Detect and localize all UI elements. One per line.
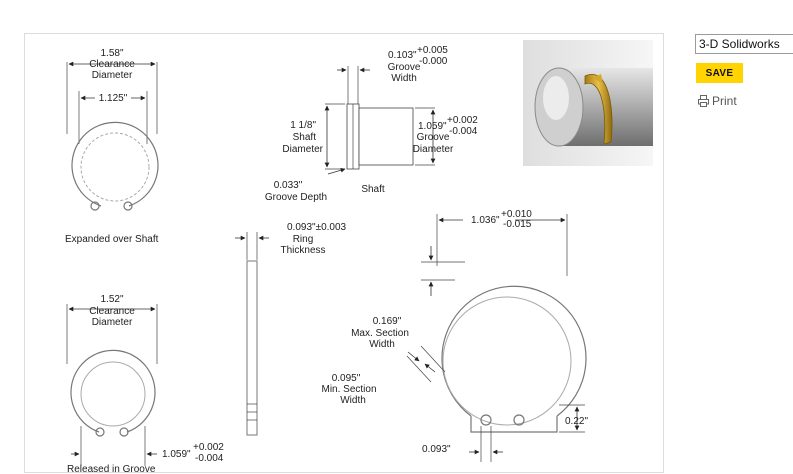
- groove-width-tolerance-minus: -0.000: [419, 56, 448, 67]
- min-section-label-2: Width: [340, 395, 366, 406]
- released-free-tolerance-plus: +0.002: [193, 442, 224, 453]
- ring-thickness-view: 0.093"±0.003 Ring Thickness: [235, 222, 347, 436]
- ring-thickness-label-2: Thickness: [280, 245, 325, 256]
- detail-ring-inner: [442, 296, 572, 426]
- expanded-lug-hole: [123, 201, 133, 211]
- released-caption: Released in Groove: [67, 464, 156, 474]
- save-button[interactable]: SAVE: [696, 63, 743, 83]
- expanded-lug-hole: [90, 201, 100, 211]
- printer-icon: [698, 95, 709, 107]
- released-free-dimension: 1.059": [162, 449, 191, 460]
- shaft-diameter-label: Shaft: [293, 132, 317, 143]
- expanded-caption: Expanded over Shaft: [65, 234, 159, 245]
- technical-drawing-panel: 1.58" Clearance Diameter 1.125" Expanded…: [24, 33, 664, 474]
- released-ring-outline: [70, 349, 156, 433]
- ring-detail-view: 1.036" +0.010 -0.015 0.169" Max. Section…: [321, 209, 588, 462]
- max-section-value: 0.169": [373, 316, 402, 327]
- detail-width-tolerance-plus: +0.010: [501, 209, 532, 220]
- ring-thickness-value: 0.093"±0.003: [287, 222, 347, 233]
- technical-drawing: 1.58" Clearance Diameter 1.125" Expanded…: [65, 40, 653, 474]
- released-lug-hole: [119, 427, 129, 437]
- detail-lug-hole: [513, 414, 525, 426]
- groove-diameter-label-2: Diameter: [413, 144, 454, 155]
- detail-lug-hole: [480, 414, 492, 426]
- shaft-diameter-label-2: Diameter: [282, 144, 323, 155]
- min-section-value: 0.095": [332, 373, 361, 384]
- hole-diameter-value: 0.093": [422, 444, 451, 455]
- expanded-clearance-label-2: Diameter: [92, 70, 133, 81]
- print-link[interactable]: Print: [698, 94, 737, 108]
- print-label: Print: [712, 94, 737, 108]
- max-section-label: Max. Section: [351, 328, 409, 339]
- detail-ring-lugs: [470, 416, 558, 433]
- groove-diameter-tolerance-plus: +0.002: [447, 115, 478, 126]
- groove-depth-label: Groove Depth: [265, 192, 327, 203]
- groove-width-label-2: Width: [391, 73, 417, 84]
- released-lug-hole: [95, 427, 105, 437]
- released-ring-view: 1.52" Clearance Diameter 1.059" +0.002 -…: [66, 294, 224, 474]
- groove-width-value: 0.103": [388, 50, 417, 61]
- shaft-ring-3d-render: [523, 40, 653, 166]
- groove-diameter-label: Groove: [417, 132, 450, 143]
- detail-ring-outer: [441, 285, 587, 417]
- shaft-view: 0.103" +0.005 -0.000 Groove Width 1 1/8"…: [265, 45, 478, 203]
- detail-width-tolerance-minus: -0.015: [503, 219, 532, 230]
- expanded-ring-outline: [71, 121, 159, 207]
- groove-depth-value: 0.033": [274, 180, 303, 191]
- expanded-ring-view: 1.58" Clearance Diameter 1.125" Expanded…: [65, 48, 159, 245]
- shaft-diameter-value: 1 1/8": [290, 120, 316, 131]
- cad-format-select[interactable]: 3-D Solidworks: [695, 34, 793, 54]
- released-clearance-label: Clearance: [89, 306, 135, 317]
- released-clearance-label-2: Diameter: [92, 317, 133, 328]
- ring-thickness-label: Ring: [293, 234, 314, 245]
- min-section-label: Min. Section: [321, 384, 376, 395]
- detail-width-value: 1.036": [471, 215, 500, 226]
- groove-width-label: Groove: [388, 62, 421, 73]
- shaft-caption: Shaft: [361, 184, 385, 195]
- expanded-clearance-value: 1.58": [100, 48, 123, 59]
- groove-diameter-value: 1.059": [418, 121, 447, 132]
- groove-diameter-tolerance-minus: -0.004: [449, 126, 478, 137]
- expanded-inner-dimension: 1.125": [99, 93, 128, 104]
- lug-height-value: 0.22": [565, 416, 588, 427]
- released-inner-outline: [80, 361, 146, 427]
- released-clearance-value: 1.52": [100, 294, 123, 305]
- groove-width-tolerance-plus: +0.005: [417, 45, 448, 56]
- released-free-tolerance-minus: -0.004: [195, 453, 224, 464]
- max-section-label-2: Width: [369, 339, 395, 350]
- expanded-clearance-label: Clearance: [89, 59, 135, 70]
- expanded-shaft-outline: [80, 132, 150, 202]
